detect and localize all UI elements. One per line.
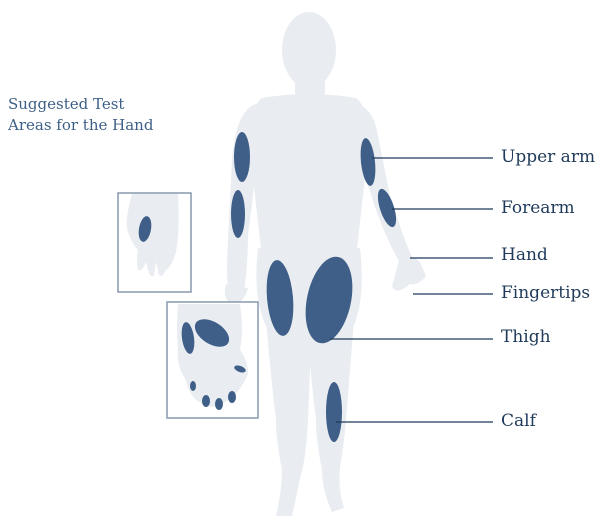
right-hand [392, 256, 426, 291]
head [282, 12, 336, 88]
site-fingertip-1 [190, 381, 196, 391]
label-thigh: Thigh [501, 327, 551, 347]
left-leg [266, 320, 312, 516]
site-fingertip-4 [228, 391, 236, 403]
caption-line-1: Suggested Test [8, 94, 153, 115]
label-fingertips: Fingertips [501, 283, 590, 303]
label-calf: Calf [501, 411, 536, 431]
site-left-forearm [231, 190, 245, 238]
caption-line-2: Areas for the Hand [8, 115, 153, 136]
site-calf [326, 382, 342, 442]
site-fingertip-3 [215, 398, 223, 410]
label-hand: Hand [501, 245, 548, 265]
inset-palm [167, 302, 258, 418]
torso [250, 94, 369, 258]
right-arm [356, 104, 414, 270]
label-upper-arm: Upper arm [501, 147, 595, 167]
site-left-upper-arm [234, 132, 250, 182]
inset-back-of-hand [118, 193, 191, 292]
label-forearm: Forearm [501, 198, 575, 218]
inset-caption: Suggested Test Areas for the Hand [8, 94, 153, 136]
site-fingertip-2 [202, 395, 210, 407]
